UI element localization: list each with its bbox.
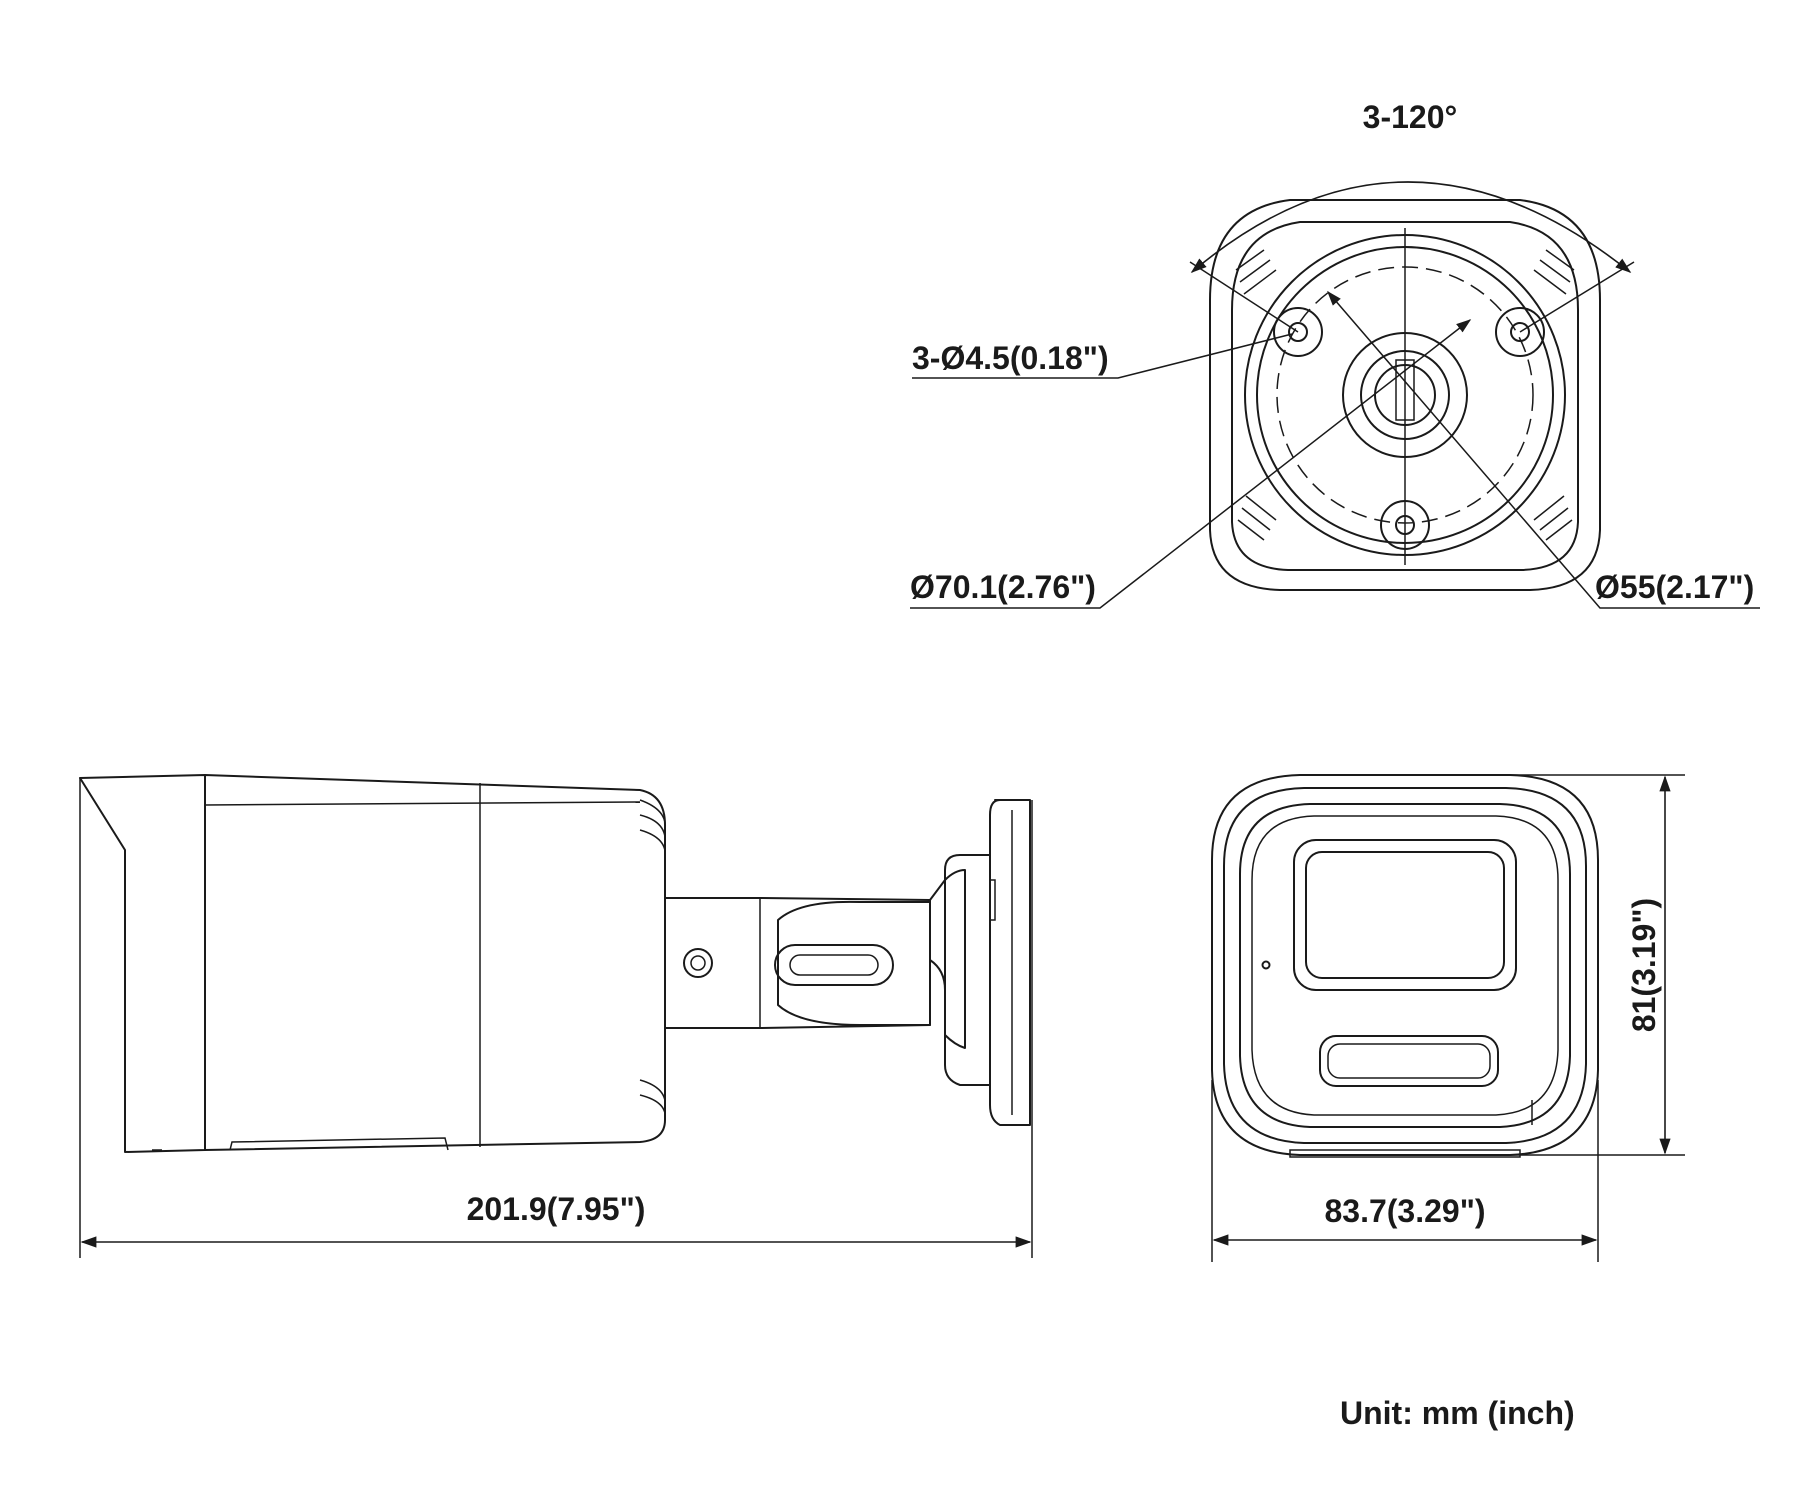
angle-label: 3-120° bbox=[1363, 99, 1458, 135]
hole-circle-diameter-label: Ø55(2.17") bbox=[1595, 569, 1754, 605]
base-diameter-label: Ø70.1(2.76") bbox=[910, 569, 1096, 605]
length-label: 201.9(7.95") bbox=[467, 1191, 646, 1227]
lens-window-inner bbox=[1305, 851, 1505, 979]
arm-screw-inner bbox=[690, 955, 706, 971]
arm-screw-outer bbox=[683, 948, 713, 978]
bottom-groove bbox=[229, 1137, 449, 1151]
unit-note: Unit: mm (inch) bbox=[1340, 1395, 1575, 1431]
mount-hole-label: 3-Ø4.5(0.18") bbox=[912, 340, 1109, 376]
mic-hole bbox=[1261, 960, 1271, 970]
base-diameter-leader bbox=[910, 319, 1472, 609]
hole-circle-leader bbox=[1327, 290, 1760, 609]
mount-hole-top-left bbox=[1273, 307, 1323, 357]
side-view: 201.9(7.95") bbox=[79, 774, 1033, 1258]
rear-ribs bbox=[639, 799, 667, 1121]
height-label: 81(3.19") bbox=[1626, 898, 1662, 1032]
camera-body bbox=[204, 774, 666, 1151]
lens-window-outer bbox=[1293, 839, 1517, 991]
top-view-housing-inner bbox=[1231, 221, 1579, 571]
front-bezel bbox=[1239, 803, 1571, 1128]
angle-arc bbox=[1190, 181, 1632, 274]
front-housing-outline bbox=[1211, 774, 1599, 1156]
top-view-housing-outline bbox=[1209, 199, 1601, 591]
joint-slot bbox=[774, 944, 894, 986]
mount-hole-top-right bbox=[1495, 307, 1545, 357]
top-view: 3-120° 3-Ø4.5(0.18") Ø70.1(2.76") Ø55(2.… bbox=[910, 99, 1760, 609]
light-strip-inner bbox=[1327, 1043, 1491, 1079]
mount-joint bbox=[777, 900, 931, 1026]
mount-hole-leader bbox=[912, 333, 1293, 379]
width-label: 83.7(3.29") bbox=[1324, 1193, 1485, 1229]
light-strip-outer bbox=[1319, 1035, 1499, 1087]
mount-base-plate bbox=[929, 869, 966, 1049]
mount-base-flange bbox=[944, 854, 991, 1086]
sun-shield bbox=[79, 774, 206, 1153]
front-view: 83.7(3.29") 81(3.19") bbox=[1211, 774, 1685, 1262]
